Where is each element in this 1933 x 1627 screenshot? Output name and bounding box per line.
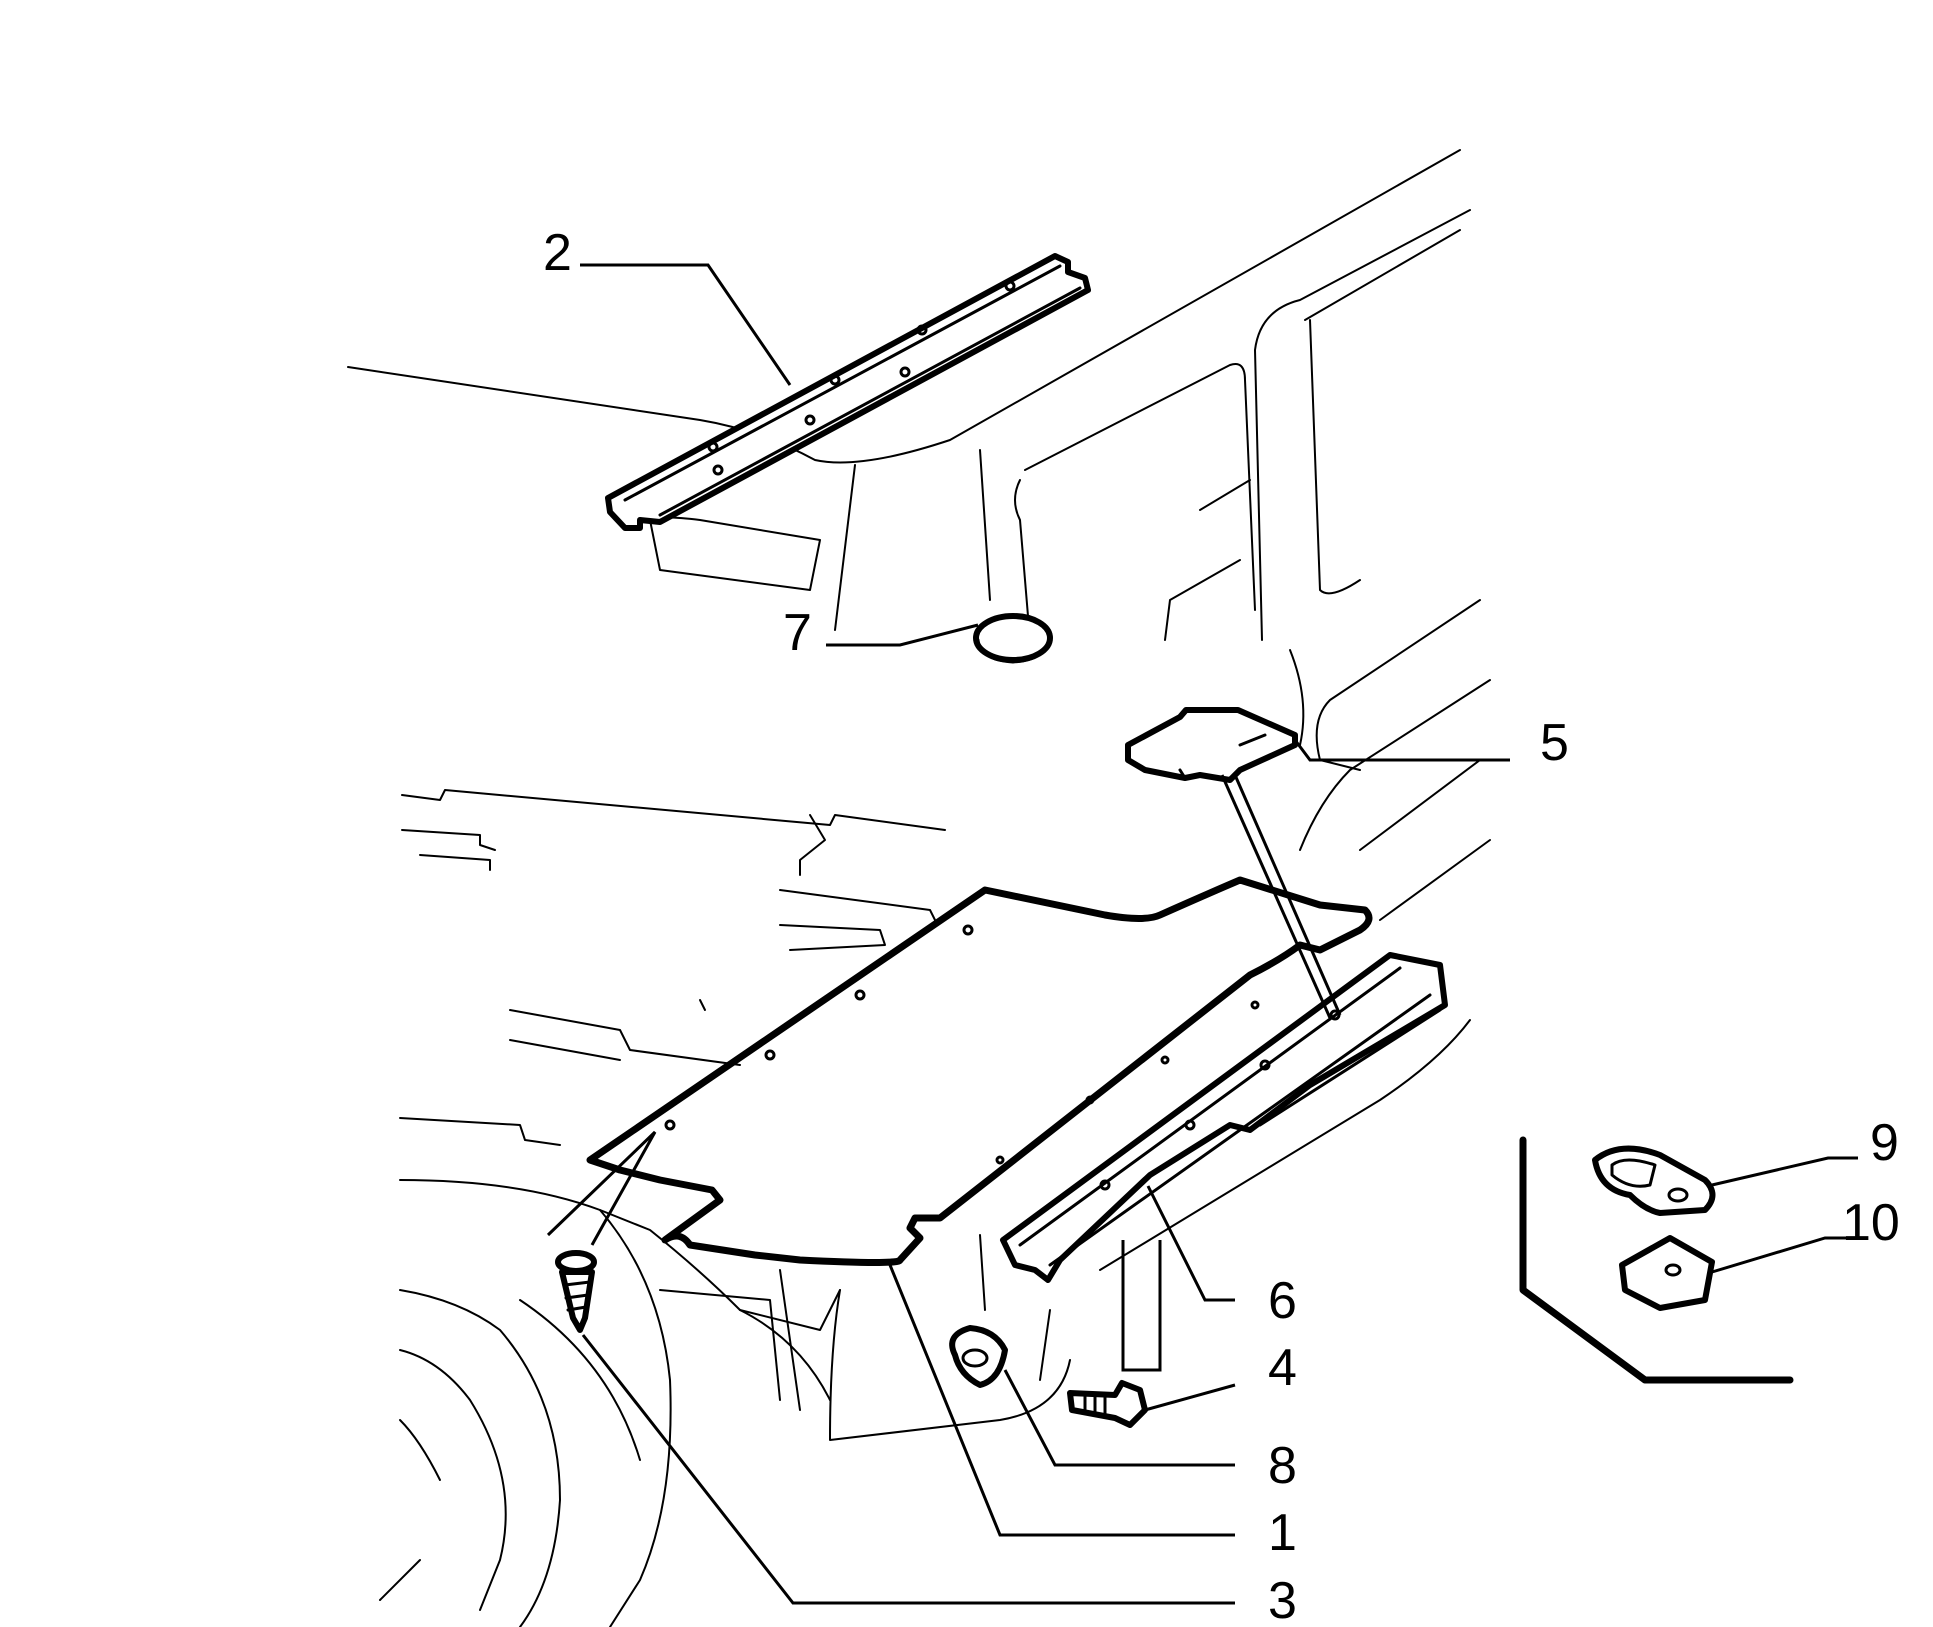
part-9-eye-bracket bbox=[1592, 1145, 1716, 1216]
callout-1: 1 bbox=[1268, 1504, 1297, 1562]
callout-3: 3 bbox=[1268, 1572, 1297, 1627]
part-4-bolt bbox=[1067, 1380, 1148, 1428]
part-5-cover-plate bbox=[1125, 707, 1298, 783]
part-10-nut-plate bbox=[1619, 1235, 1715, 1311]
callout-labels: 2 7 5 6 4 8 1 3 9 10 bbox=[543, 224, 1900, 1627]
callout-9: 9 bbox=[1870, 1114, 1899, 1172]
callout-5: 5 bbox=[1540, 714, 1569, 772]
callout-8: 8 bbox=[1268, 1437, 1297, 1495]
part-1-floor-panel bbox=[586, 876, 1373, 1266]
callout-7: 7 bbox=[783, 604, 812, 662]
part-8-grommet bbox=[949, 1325, 1008, 1388]
callout-2: 2 bbox=[543, 224, 572, 282]
callout-6: 6 bbox=[1268, 1272, 1297, 1330]
vehicle-body-outline bbox=[347, 149, 1491, 1627]
group-bracket bbox=[1519, 1136, 1794, 1384]
part-6-side-rail bbox=[1000, 952, 1448, 1283]
part-3-screw bbox=[555, 1250, 597, 1333]
leader-lines bbox=[546, 263, 1858, 1605]
callout-10: 10 bbox=[1842, 1194, 1900, 1252]
part-2-roof-rail bbox=[605, 253, 1091, 531]
callout-4: 4 bbox=[1268, 1339, 1297, 1397]
part-7-plug bbox=[973, 613, 1053, 664]
